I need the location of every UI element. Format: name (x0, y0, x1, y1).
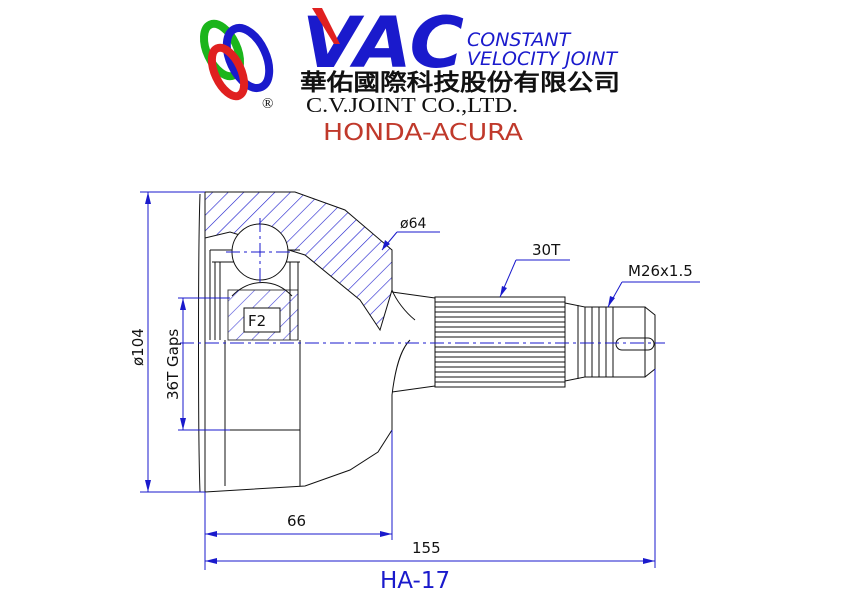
shaft-neck (564, 302, 586, 382)
company-english-name: C.V.JOINT CO.,LTD. (306, 93, 518, 117)
dimension-bell-length (204, 430, 393, 570)
thread-section (584, 306, 656, 378)
spline-teeth-label: 30T (532, 241, 561, 259)
product-line-constant: CONSTANT (467, 29, 572, 51)
application-label: HONDA-ACURA (323, 120, 523, 146)
product-line-velocity-joint: VELOCITY JOINT (467, 48, 618, 70)
spline-section (434, 296, 566, 388)
svg-text:VAC: VAC (302, 2, 464, 84)
dimension-bell-diameter (140, 191, 205, 493)
company-logo-emblem (199, 19, 274, 101)
bell-diameter-label: ø104 (129, 328, 147, 366)
f2-label: F2 (248, 312, 266, 330)
part-number: HA-17 (380, 568, 450, 594)
dimension-overall-length (205, 369, 656, 568)
shaft-outline (391, 291, 436, 393)
outer-diameter-label: ø64 (400, 216, 426, 232)
leader-outer-diameter (381, 231, 440, 251)
dimension-gaps (178, 297, 230, 431)
leader-thread (607, 281, 700, 308)
leader-spline-teeth (499, 259, 570, 298)
ball-element (226, 218, 294, 286)
overall-length-label: 155 (412, 539, 441, 557)
registered-mark: ® (262, 96, 273, 112)
gaps-label: 36T Gaps (164, 329, 182, 400)
thread-label: M26x1.5 (628, 262, 693, 280)
bell-length-label: 66 (287, 512, 306, 530)
company-chinese-name: 華佑國際科技股份有限公司 (300, 69, 620, 96)
brand-wordmark: VAC (302, 2, 464, 84)
